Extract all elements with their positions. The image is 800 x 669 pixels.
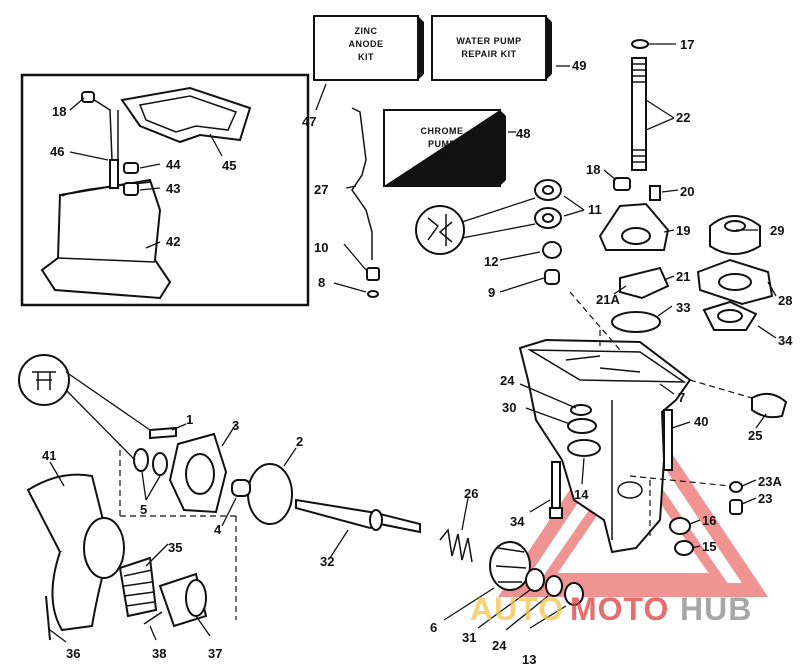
callout-46: 46 — [50, 144, 64, 159]
callout-4: 4 — [214, 522, 222, 537]
exhaust-housing — [40, 178, 172, 300]
callout-32: 32 — [320, 554, 334, 569]
zinc-kit-line2: ANODE — [348, 39, 383, 49]
spline-parts — [118, 556, 208, 628]
callout-6: 6 — [430, 620, 437, 635]
watermark-moto: MOTO — [570, 591, 669, 627]
inset-box-exhaust — [20, 73, 310, 307]
zinc-kit-line3: KIT — [358, 52, 374, 62]
callout-49: 49 — [572, 58, 586, 73]
bearings — [415, 179, 562, 285]
callout-11: 11 — [588, 202, 602, 217]
water-pump-kit-box: WATER PUMP REPAIR KIT — [431, 15, 552, 81]
callout-27: 27 — [314, 182, 328, 197]
callout-23: 23 — [758, 491, 772, 506]
callout-42: 42 — [166, 234, 180, 249]
callout-31: 31 — [462, 630, 476, 645]
callout-12: 12 — [484, 254, 498, 269]
callout-labels: 18 46 44 43 42 45 47 27 10 8 48 49 17 22… — [42, 37, 793, 667]
callout-28: 28 — [778, 293, 792, 308]
zinc-kit-line1: ZINC — [355, 26, 378, 36]
propshaft-assembly — [119, 426, 584, 620]
callout-40: 40 — [694, 414, 708, 429]
callout-21a: 21A — [596, 292, 620, 307]
watermark-auto: AUTO — [470, 591, 564, 627]
watermark-text: AUTO MOTO HUB — [470, 591, 752, 627]
callout-1: 1 — [186, 412, 193, 427]
water-pump-parts — [598, 177, 774, 333]
callout-17: 17 — [680, 37, 694, 52]
callout-36: 36 — [66, 646, 80, 661]
callout-5: 5 — [140, 502, 147, 517]
callout-43: 43 — [166, 181, 180, 196]
callout-47: 47 — [302, 114, 316, 129]
callout-45: 45 — [222, 158, 236, 173]
zinc-anode-kit-box: ZINC ANODE KIT — [313, 15, 424, 81]
callout-21: 21 — [676, 269, 690, 284]
callout-23a: 23A — [758, 474, 782, 489]
callout-26: 26 — [464, 486, 478, 501]
callout-29: 29 — [770, 223, 784, 238]
callout-18-pump: 18 — [586, 162, 600, 177]
callout-10: 10 — [314, 240, 328, 255]
callout-24-top: 24 — [500, 373, 515, 388]
callout-25: 25 — [748, 428, 762, 443]
callout-34-bottom: 34 — [510, 514, 525, 529]
callout-8: 8 — [318, 275, 325, 290]
callout-2: 2 — [296, 434, 303, 449]
callout-37: 37 — [208, 646, 222, 661]
callout-15: 15 — [702, 539, 716, 554]
callout-41: 41 — [42, 448, 56, 463]
driveshaft — [631, 39, 649, 171]
callout-20: 20 — [680, 184, 694, 199]
propeller — [18, 354, 151, 641]
water-tube — [87, 95, 119, 162]
callout-48: 48 — [516, 126, 530, 141]
callout-22: 22 — [676, 110, 690, 125]
callout-9: 9 — [488, 285, 495, 300]
leader-lines — [49, 43, 777, 643]
water-pump-kit-line2: REPAIR KIT — [461, 49, 516, 59]
chrome-pump-kit-box: CHROME PUMP KIT — [383, 109, 506, 187]
callout-13: 13 — [522, 652, 536, 667]
callout-14: 14 — [574, 487, 589, 502]
water-pump-kit-line1: WATER PUMP — [456, 36, 521, 46]
callout-16: 16 — [702, 513, 716, 528]
gearcase — [518, 291, 788, 554]
callout-33: 33 — [676, 300, 690, 315]
watermark-hub: HUB — [680, 591, 752, 627]
chrome-kit-line2: PUMP — [428, 139, 456, 149]
callout-19: 19 — [676, 223, 690, 238]
shift-rod — [351, 107, 380, 298]
callout-38: 38 — [152, 646, 166, 661]
chrome-kit-line3: KIT — [434, 152, 450, 162]
callout-35: 35 — [168, 540, 182, 555]
callout-34-top: 34 — [778, 333, 793, 348]
chrome-kit-line1: CHROME — [421, 126, 464, 136]
callout-18-inset: 18 — [52, 104, 66, 119]
callout-7: 7 — [678, 390, 685, 405]
callout-24-bottom: 24 — [492, 638, 507, 653]
callout-3: 3 — [232, 418, 239, 433]
callout-30: 30 — [502, 400, 516, 415]
callout-44: 44 — [166, 157, 181, 172]
